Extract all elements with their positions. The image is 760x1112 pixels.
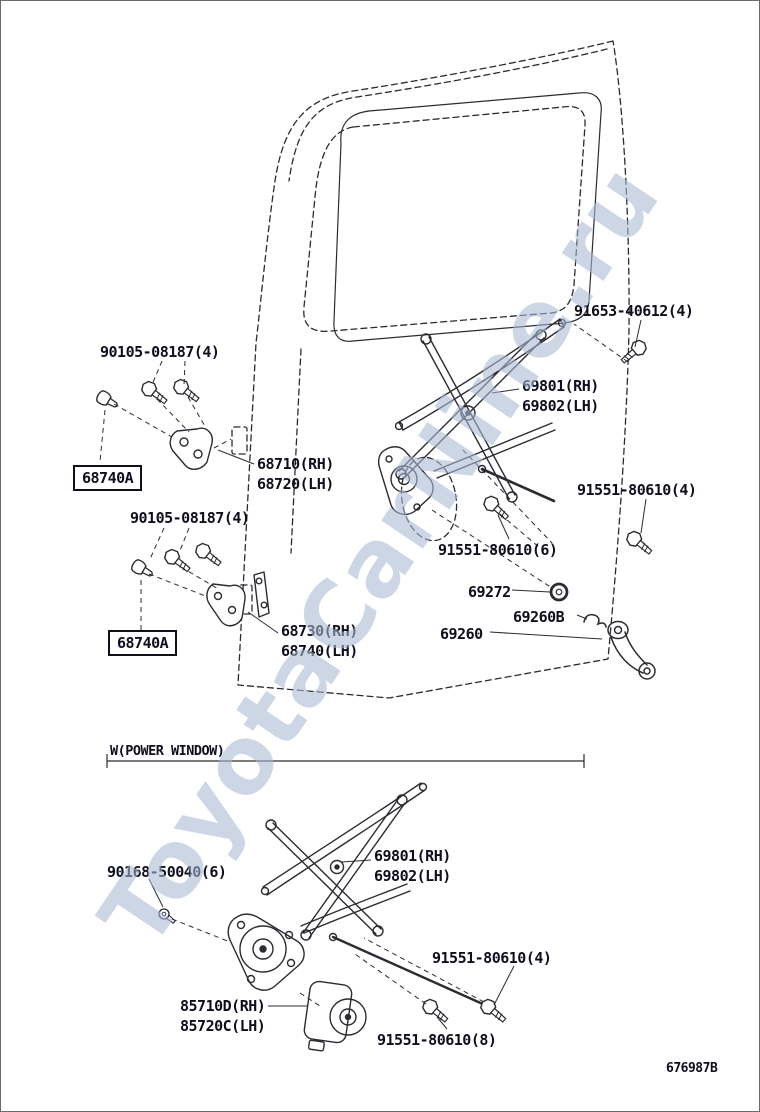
part-label-hinge-upper: 68710(RH) 68720(LH)	[257, 454, 334, 494]
part-label-69260: 69260	[440, 625, 483, 643]
part-label-90105-upper: 90105-08187(4)	[100, 343, 220, 361]
part-label-85710d: 85710D(RH)	[180, 997, 266, 1015]
window-regulator-lower	[260, 782, 487, 1007]
part-label-68740: 68740(LH)	[281, 642, 358, 660]
part-label-85720c: 85720C(LH)	[180, 1017, 266, 1035]
part-label-motor: 85710D(RH) 85720C(LH)	[180, 996, 266, 1036]
part-label-68720: 68720(LH)	[257, 475, 334, 493]
power-window-motor	[303, 980, 367, 1052]
hinge-lower	[206, 571, 270, 627]
window-regulator-upper	[377, 318, 567, 516]
part-label-69272: 69272	[468, 583, 511, 601]
part-label-91551-4-lower: 91551-80610(4)	[432, 949, 552, 967]
part-label-69802-pw: 69802(LH)	[374, 867, 451, 885]
part-label-69260b: 69260B	[513, 608, 565, 626]
part-label-68710: 68710(RH)	[257, 455, 334, 473]
section-bracket	[106, 754, 585, 768]
assembly-axis-lines	[99, 323, 629, 1007]
part-label-90105-lower: 90105-08187(4)	[130, 509, 250, 527]
part-label-91551-8: 91551-80610(8)	[377, 1031, 497, 1049]
diagram-code: 676987B	[666, 1061, 718, 1076]
door-outline	[231, 40, 630, 699]
leader-lines	[148, 319, 647, 1030]
part-label-68740a-lower: 68740A	[108, 630, 178, 656]
hinge-upper	[169, 427, 213, 470]
part-label-91551-4-upper: 91551-80610(4)	[577, 481, 697, 499]
part-label-69801-upper: 69801(RH)	[522, 377, 599, 395]
part-label-regulator-upper: 69801(RH) 69802(LH)	[522, 376, 599, 416]
part-label-68740a-upper: 68740A	[73, 465, 143, 491]
part-label-hinge-lower: 68730(RH) 68740(LH)	[281, 621, 358, 661]
part-label-90168: 90168-50040(6)	[107, 863, 227, 881]
escutcheon-clip	[583, 613, 607, 628]
window-glass	[333, 92, 602, 342]
regulator-motor-drum	[227, 913, 305, 991]
part-label-68730: 68730(RH)	[281, 622, 358, 640]
part-label-69802-upper: 69802(LH)	[522, 397, 599, 415]
section-label-power-window: W(POWER WINDOW)	[110, 743, 225, 759]
part-label-91551-6: 91551-80610(6)	[438, 541, 558, 559]
crank-handle	[607, 620, 656, 680]
part-label-91653: 91653-40612(4)	[574, 302, 694, 320]
part-label-regulator-pw: 69801(RH) 69802(LH)	[374, 846, 451, 886]
part-label-69801-pw: 69801(RH)	[374, 847, 451, 865]
washer-69272	[549, 582, 569, 602]
